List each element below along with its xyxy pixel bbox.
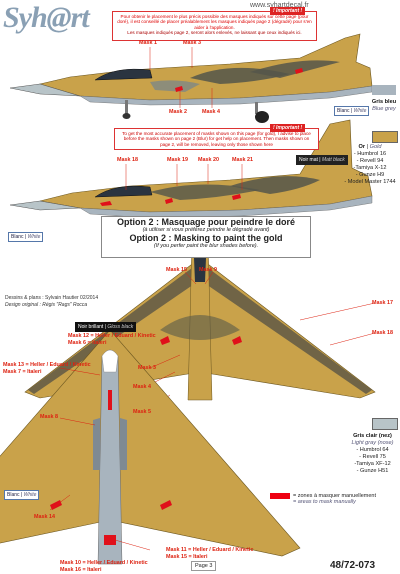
important-notice-top: Pour obtenir le placement le plus précis… [112,11,317,41]
important-notice-mid: To get the most accurate placement of ma… [114,128,319,150]
option-sub-en: (If you perfer paint the blur shades bef… [153,243,259,249]
important-badge-mid: ! Important ! [270,124,306,132]
credit-line-2: Design original : Régis "Rags" Rocca [5,301,88,308]
page-number: Page 3 [191,561,217,571]
mask-label: Mask 15 [166,267,187,273]
gloss-black-tag: Noir brillant | Gloss black [75,322,137,332]
white-tag-bottom: Blanc | White [4,490,40,500]
option-title-fr: Option 2 : Masquage pour peindre le doré [116,217,296,227]
mask-label: Mask 13 = Heller / Eduard / Kinetic [3,362,91,368]
light-grey-legend: Gris clair (nez) Light gray (nose) - Hum… [351,433,394,474]
gold-legend: Or | Gold - Humbrol 16 - Revell 94 -Tami… [344,144,396,185]
mask-label: Mask 4 [133,384,151,390]
mask-label: Mask 18 [372,330,393,336]
important-badge-top: ! Important ! [270,7,306,15]
credits: Dessins & plans : Sylvain Hautier 02/201… [5,295,98,308]
important-notice-en: To get the most accurate placement of ma… [122,131,311,147]
important-notice-fr: Pour obtenir le placement le plus précis… [117,14,312,30]
mask-label: Mask 4 [202,109,220,115]
mask-label: Mask 16 = Italeri [60,567,102,573]
credit-line-1: Dessins & plans : Sylvain Hautier 02/201… [5,295,99,301]
option-sub-fr: (à utiliser si vous préférez peindre le … [142,227,270,233]
mask-label: Mask 3 [183,40,201,46]
mask-label: Mask 15 = Italeri [166,554,208,560]
option-box: Option 2 : Masquage pour peindre le doré… [101,216,311,258]
mask-area-swatch [270,493,290,499]
grey-blue-swatch [372,85,396,95]
plan-view-bottom [0,329,301,565]
mask-label: Mask 12 = Heller / Eduard / Kinetic [68,333,156,339]
mask-label: Mask 19 [167,157,188,163]
brand-logo: Syh@rt [3,1,90,34]
white-tag-mid: Blanc | White [8,232,44,242]
mask-label: Mask 14 [34,514,55,520]
side-view-mid [9,119,373,219]
mask-area-legend: = zones à masquer manuellement = areas t… [293,493,377,505]
mask-label: Mask 2 [169,109,187,115]
mask-label: Mask 11 = Heller / Eduard / Kinetic [166,547,254,553]
light-grey-swatch [372,418,398,430]
mask-label: Mask 8 [40,414,58,420]
mask-label: Mask 1 [139,40,157,46]
important-notice-fr2: Les masques indiqués page 2, seront alor… [127,30,302,36]
mask-label: Mask 6 = Italeri [68,340,107,346]
mask-label: Mask 17 [372,300,393,306]
mask-label: Mask 9 [199,267,217,273]
mask-label: Mask 20 [198,157,219,163]
brand-url[interactable]: www.syhartdecal.fr [250,2,309,9]
mask-label: Mask 18 [117,157,138,163]
mask-label: Mask 5 [133,409,151,415]
gold-swatch [372,131,398,143]
matt-black-tag: Noir mat | Matt black [296,155,348,165]
reference-number: 48/72-073 [330,560,376,571]
white-tag-top: Blanc | White [334,106,370,116]
option-title-en: Option 2 : Masking to paint the gold [129,233,283,243]
side-view-top [9,33,373,123]
mask-label: Mask 10 = Heller / Eduard / Kinetic [60,560,148,566]
mask-label: Mask 7 = Italeri [3,369,42,375]
mask-label: Mask 21 [232,157,253,163]
mask-label: Mask 3 [138,365,156,371]
